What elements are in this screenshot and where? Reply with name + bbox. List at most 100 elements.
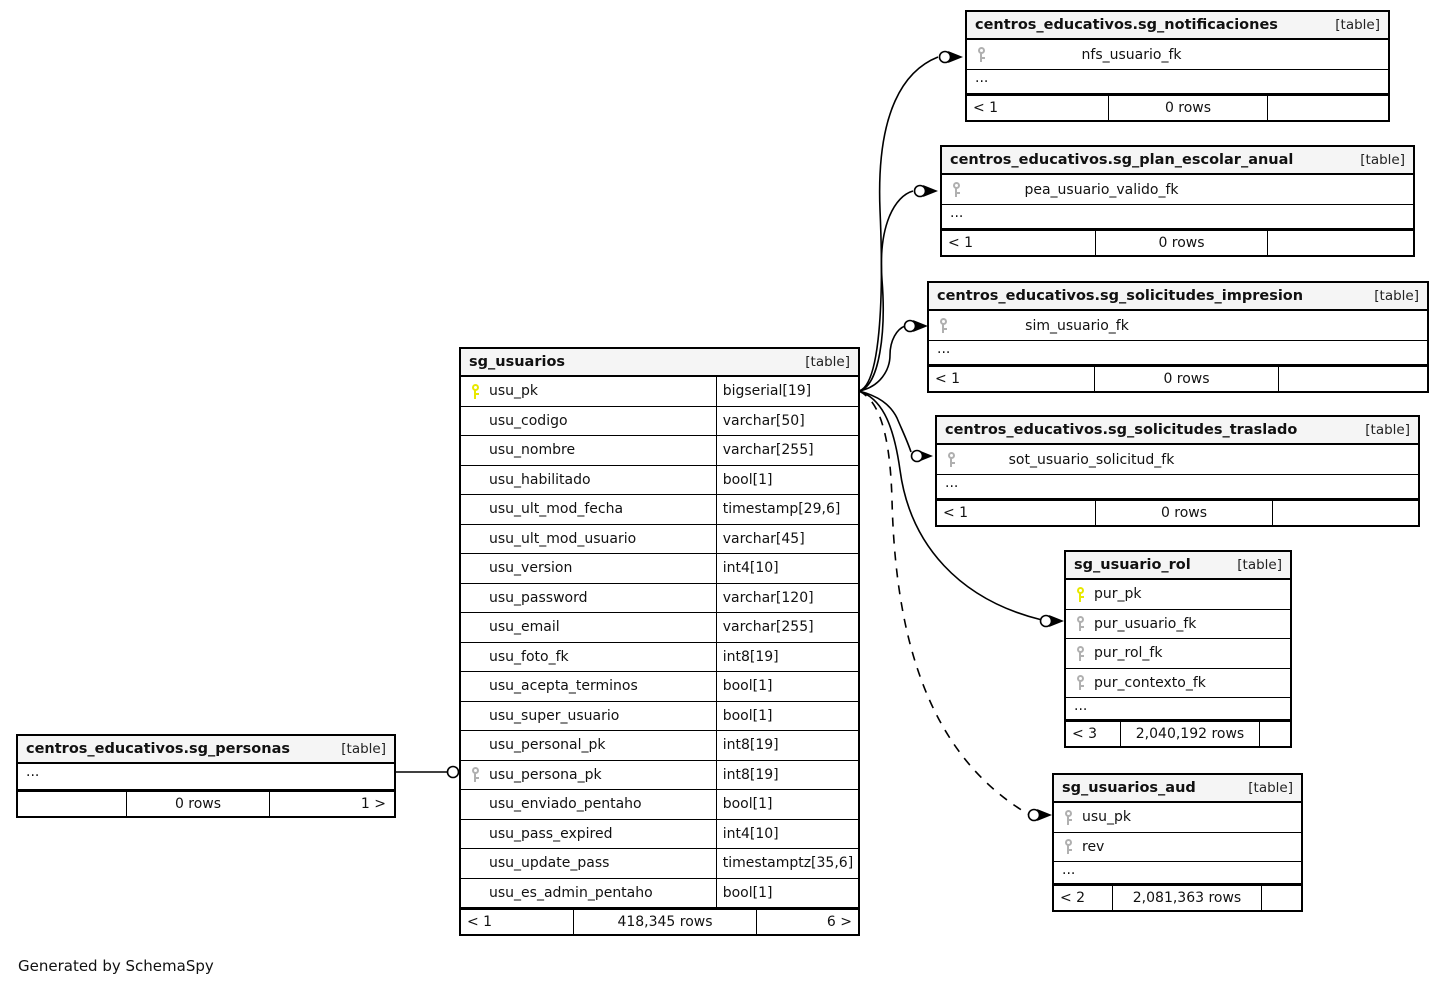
table-row[interactable]: usu_version int4[10] [461, 554, 858, 584]
footer-right[interactable] [1273, 501, 1418, 525]
table-row[interactable]: usu_persona_pk int8[19] [461, 760, 858, 790]
column-name: usu_pass_expired [489, 825, 613, 842]
table-title: centros_educativos.sg_notificaciones [975, 17, 1278, 33]
table-row-ellipsis: ... [1054, 862, 1301, 884]
table-row[interactable]: pur_contexto_fk [1066, 669, 1290, 698]
column-type: int8[19] [722, 766, 779, 783]
footer-left[interactable]: < 3 [1072, 726, 1098, 742]
ellipsis-label: ... [1074, 698, 1088, 714]
table-row[interactable]: usu_codigo varchar[50] [461, 406, 858, 436]
table-sg-solicitudes-impresion[interactable]: centros_educativos.sg_solicitudes_impres… [927, 281, 1429, 393]
arrowhead-plan-escolar [923, 185, 938, 197]
column-name: pea_usuario_valido_fk [1024, 181, 1179, 198]
footer-right[interactable] [1279, 367, 1427, 391]
table-row[interactable]: pur_usuario_fk [1066, 610, 1290, 639]
footer-left[interactable]: < 1 [973, 100, 999, 116]
footer-left[interactable]: < 2 [1060, 890, 1086, 906]
no-key-spacer [469, 678, 482, 694]
footer-left[interactable]: < 1 [935, 371, 961, 387]
table-sg-usuarios-aud[interactable]: sg_usuarios_aud [table] usu_pk rev ... <… [1052, 773, 1303, 912]
column-name: usu_ult_mod_fecha [489, 501, 624, 518]
no-key-spacer [469, 826, 482, 842]
table-row[interactable]: usu_pk bigserial[19] [461, 377, 858, 407]
column-type: int8[19] [722, 737, 779, 754]
arrowhead-solicitudes-impresion [913, 320, 928, 332]
footer-right[interactable]: 6 > [826, 914, 852, 930]
table-type-tag: [table] [1237, 557, 1282, 573]
table-row[interactable]: usu_foto_fk int8[19] [461, 642, 858, 672]
table-row[interactable]: usu_es_admin_pentaho bool[1] [461, 878, 858, 908]
column-name: nfs_usuario_fk [1081, 46, 1182, 63]
table-type-tag: [table] [1374, 288, 1419, 304]
footer-right[interactable] [1268, 231, 1409, 255]
table-row[interactable]: usu_super_usuario bool[1] [461, 701, 858, 731]
edge-circle-usuario-rol [1039, 614, 1053, 628]
no-key-spacer [469, 560, 482, 576]
footer-right[interactable] [1262, 886, 1301, 910]
table-sg-personas[interactable]: centros_educativos.sg_personas [table] .… [16, 734, 396, 818]
footer-right[interactable] [1268, 96, 1388, 120]
column-name: usu_ult_mod_usuario [489, 530, 637, 547]
table-header-sg-plan-escolar-anual: centros_educativos.sg_plan_escolar_anual… [942, 147, 1413, 175]
table-row[interactable]: usu_pk [1054, 803, 1301, 833]
table-row-ellipsis: ... [967, 70, 1388, 94]
table-row[interactable]: rev [1054, 833, 1301, 862]
footer-rows: 2,081,363 rows [1112, 886, 1262, 910]
no-key-spacer [469, 796, 482, 812]
column-type: timestamp[29,6] [722, 501, 841, 518]
footer-rows: 0 rows [1095, 231, 1268, 255]
column-name: rev [1082, 838, 1105, 855]
arrowhead-usuarios-aud [1037, 809, 1052, 821]
table-sg-plan-escolar-anual[interactable]: centros_educativos.sg_plan_escolar_anual… [940, 145, 1415, 257]
table-row[interactable]: nfs_usuario_fk [967, 40, 1388, 70]
table-row[interactable]: usu_enviado_pentaho bool[1] [461, 790, 858, 820]
table-row[interactable]: sim_usuario_fk [929, 311, 1427, 341]
table-footer: < 1 0 rows [929, 365, 1427, 391]
table-sg-usuario-rol[interactable]: sg_usuario_rol [table] pur_pk pur_usuari… [1064, 550, 1292, 748]
table-row[interactable]: usu_habilitado bool[1] [461, 465, 858, 495]
table-row[interactable]: usu_pass_expired int4[10] [461, 819, 858, 849]
table-row[interactable]: pur_pk [1066, 580, 1290, 610]
table-header-sg-personas: centros_educativos.sg_personas [table] [18, 736, 394, 764]
column-type: varchar[50] [722, 412, 805, 429]
no-key-spacer [469, 619, 482, 635]
table-type-tag: [table] [1335, 17, 1380, 33]
primary-key-icon [1074, 586, 1087, 602]
column-name: pur_pk [1094, 586, 1142, 603]
table-title: centros_educativos.sg_solicitudes_impres… [937, 288, 1304, 304]
column-type: varchar[45] [722, 530, 805, 547]
footer-left[interactable]: < 1 [943, 505, 969, 521]
table-row[interactable]: usu_personal_pk int8[19] [461, 731, 858, 761]
footer-right[interactable]: 1 > [360, 796, 386, 812]
footer-rows: 0 rows [1094, 367, 1279, 391]
column-type: varchar[120] [722, 589, 814, 606]
foreign-key-icon [469, 767, 482, 783]
column-type: bool[1] [722, 471, 773, 488]
table-row[interactable]: usu_ult_mod_usuario varchar[45] [461, 524, 858, 554]
edge-circle-solicitudes-impresion [903, 319, 917, 333]
no-key-spacer [469, 885, 482, 901]
footer-left[interactable]: < 1 [467, 914, 493, 930]
footer-right[interactable] [1260, 722, 1290, 746]
column-name: usu_update_pass [489, 855, 610, 872]
table-row[interactable]: usu_password varchar[120] [461, 583, 858, 613]
column-type: varchar[255] [722, 442, 814, 459]
table-footer: < 3 2,040,192 rows [1066, 720, 1290, 746]
table-row[interactable]: usu_acepta_terminos bool[1] [461, 672, 858, 702]
table-header-sg-usuarios-aud: sg_usuarios_aud [table] [1054, 775, 1301, 803]
table-title: centros_educativos.sg_solicitudes_trasla… [945, 422, 1298, 438]
table-row[interactable]: sot_usuario_solicitud_fk [937, 445, 1418, 475]
table-sg-notificaciones[interactable]: centros_educativos.sg_notificaciones [ta… [965, 10, 1390, 122]
table-sg-solicitudes-traslado[interactable]: centros_educativos.sg_solicitudes_trasla… [935, 415, 1420, 527]
table-row[interactable]: usu_nombre varchar[255] [461, 436, 858, 466]
footer-left[interactable]: < 1 [948, 235, 974, 251]
table-row[interactable]: pur_rol_fk [1066, 639, 1290, 669]
footer-left[interactable] [18, 792, 126, 816]
table-row[interactable]: pea_usuario_valido_fk [942, 175, 1413, 205]
table-sg-usuarios[interactable]: sg_usuarios [table] usu_pk bigserial[19]… [459, 347, 860, 936]
column-name: usu_pk [489, 383, 539, 400]
column-name: usu_email [489, 619, 560, 636]
table-row[interactable]: usu_ult_mod_fecha timestamp[29,6] [461, 495, 858, 525]
table-row[interactable]: usu_email varchar[255] [461, 613, 858, 643]
table-row[interactable]: usu_update_pass timestamptz[35,6] [461, 849, 858, 879]
